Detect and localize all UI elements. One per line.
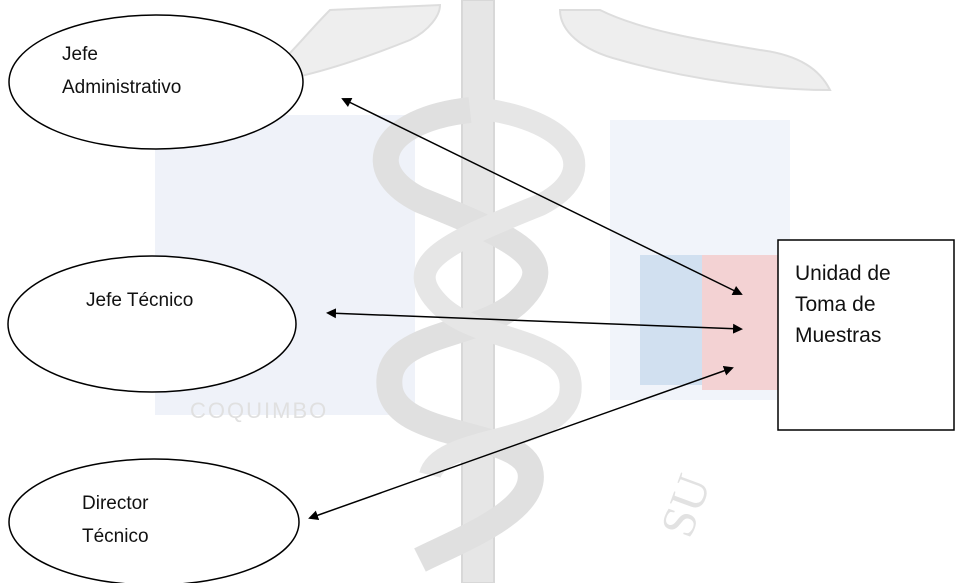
label-director-tecnico: Director Técnico: [82, 490, 149, 550]
label-jefe-administrativo-line1: Jefe: [62, 44, 98, 65]
label-unidad-line3: Muestras: [795, 324, 882, 347]
node-jefe-administrativo: [8, 14, 304, 150]
node-jefe-tecnico: [7, 255, 297, 393]
label-director-tecnico-line2: Técnico: [82, 526, 149, 547]
label-jefe-administrativo-line2: Administrativo: [62, 77, 182, 98]
label-unidad-line2: Toma de: [795, 293, 876, 316]
node-unidad-toma-muestras: [777, 239, 955, 431]
label-jefe-tecnico: Jefe Técnico: [86, 287, 193, 314]
label-jefe-administrativo: Jefe Administrativo: [62, 41, 181, 101]
label-director-tecnico-line1: Director: [82, 493, 149, 514]
watermark-right-wing: [558, 9, 832, 92]
watermark-text: COQUIMBO: [190, 398, 329, 423]
node-director-tecnico: [8, 458, 300, 583]
label-unidad-line1: Unidad de: [795, 262, 891, 285]
label-jefe-tecnico-line1: Jefe Técnico: [86, 290, 194, 311]
label-unidad-toma-muestras: Unidad de Toma de Muestras: [795, 258, 891, 351]
connector-director-unidad: [308, 365, 734, 521]
connector-tecnico-unidad: [326, 308, 743, 334]
connector-administrativo-unidad: [341, 98, 743, 295]
